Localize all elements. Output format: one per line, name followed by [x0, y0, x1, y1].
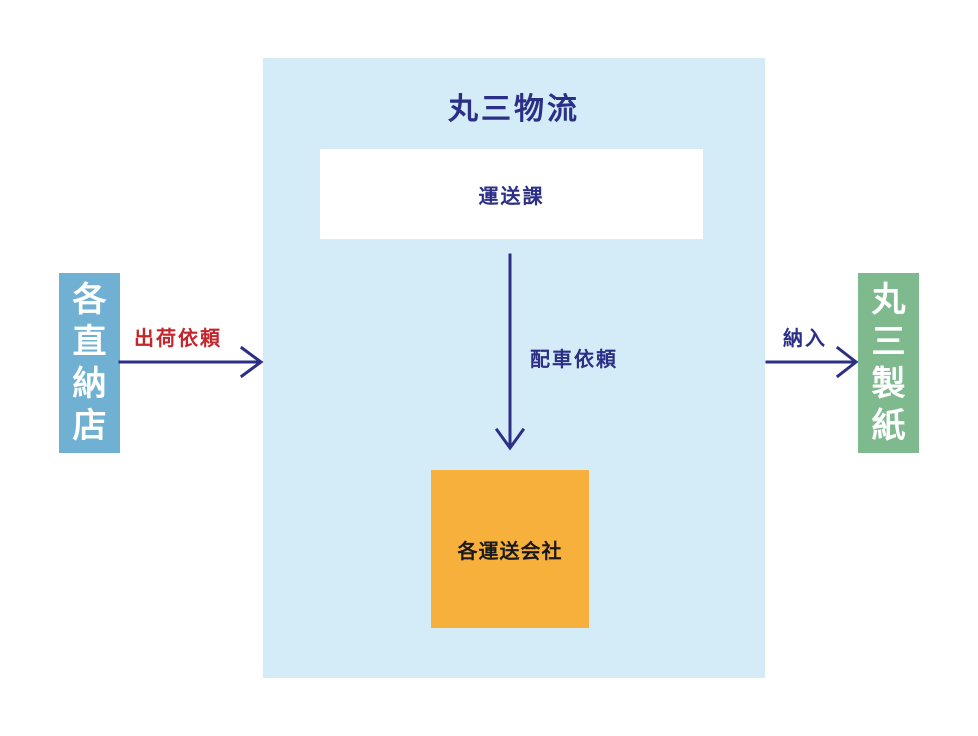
delivery-arrow — [765, 345, 859, 379]
transport-department-box: 運送課 — [320, 149, 703, 239]
carriers-box: 各運送会社 — [431, 470, 589, 628]
marusan-paper-char: 紙 — [871, 406, 906, 446]
marusan-paper-char: 丸 — [871, 280, 906, 320]
marusan-paper-char: 製 — [871, 364, 906, 404]
marusan-paper-box: 丸 三 製 紙 — [858, 273, 919, 453]
company-title: 丸三物流 — [448, 92, 580, 127]
dispatch-request-arrow — [494, 253, 526, 451]
order-request-label: 出荷依頼 — [134, 326, 222, 350]
direct-stores-char: 直 — [72, 322, 107, 362]
delivery-label: 納入 — [783, 326, 827, 350]
carriers-label: 各運送会社 — [457, 538, 563, 563]
direct-stores-char: 店 — [72, 406, 107, 446]
marusan-paper-char: 三 — [871, 322, 906, 362]
direct-stores-char: 各 — [72, 280, 107, 320]
transport-department-label: 運送課 — [478, 183, 545, 208]
direct-stores-box: 各 直 納 店 — [59, 273, 120, 453]
order-request-arrow — [118, 345, 264, 379]
dispatch-request-label: 配車依頼 — [530, 347, 618, 371]
direct-stores-char: 納 — [72, 364, 107, 404]
